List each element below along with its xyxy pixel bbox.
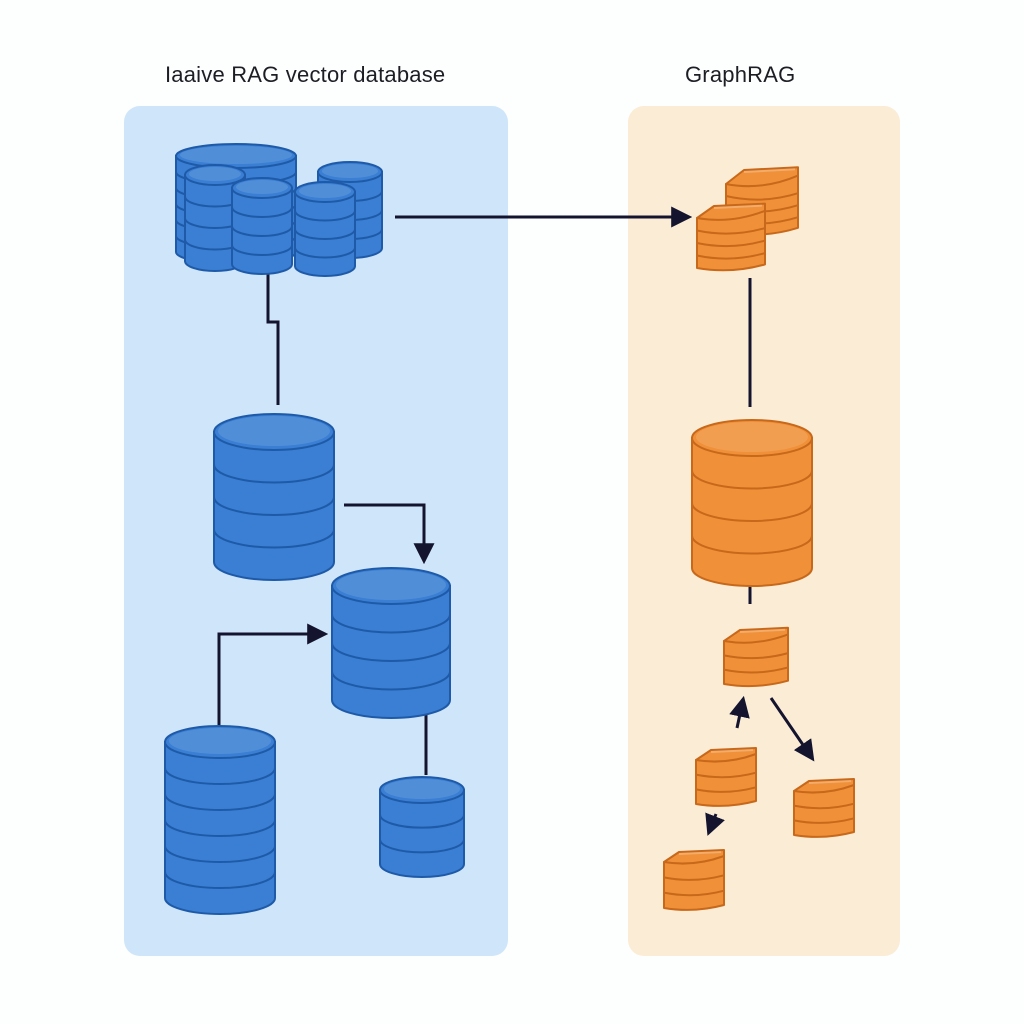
database-cylinder-icon bbox=[379, 776, 465, 878]
connector-node-up bbox=[729, 695, 750, 729]
database-cylinder-icon bbox=[213, 413, 335, 581]
knowledge-node-icon bbox=[723, 626, 789, 688]
database-cylinder-icon bbox=[331, 567, 451, 719]
orange-graph-nodes bbox=[663, 166, 855, 911]
knowledge-node-icon bbox=[793, 778, 855, 838]
graphrag-title: GraphRAG bbox=[685, 62, 796, 87]
connector-node-down-left bbox=[705, 812, 725, 836]
naive-rag-title: Iaaive RAG vector database bbox=[165, 62, 446, 87]
connector-node-down-right bbox=[769, 697, 815, 762]
knowledge-node-icon bbox=[695, 747, 757, 807]
database-cylinder-icon bbox=[691, 419, 813, 587]
database-cylinder-icon bbox=[184, 164, 246, 272]
connector-db-to-db bbox=[344, 503, 435, 565]
database-cylinder-icon bbox=[231, 177, 293, 275]
knowledge-node-icon bbox=[663, 849, 725, 911]
connectors bbox=[217, 206, 815, 836]
database-cylinder-icon bbox=[164, 725, 276, 915]
connector-bottomdb-to-middb bbox=[217, 623, 329, 725]
connector-cluster-to-db bbox=[266, 268, 280, 405]
knowledge-node-icon bbox=[696, 202, 766, 272]
database-cylinder-icon bbox=[294, 181, 356, 277]
blue-databases bbox=[164, 143, 465, 915]
